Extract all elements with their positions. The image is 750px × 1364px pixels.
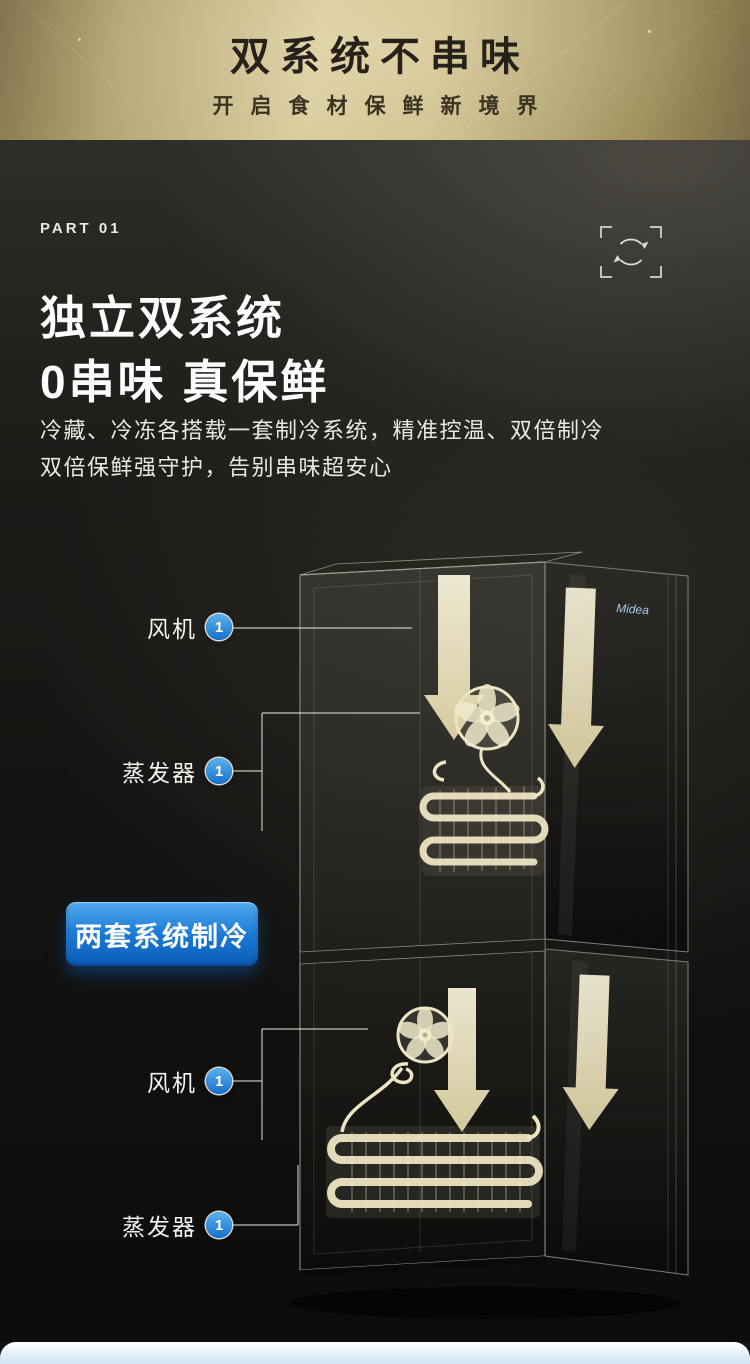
- callout-evaporator-top: 蒸发器 1: [122, 756, 232, 786]
- cycle-icon: [598, 224, 664, 280]
- section-description: 冷藏、冷冻各搭载一套制冷系统，精准控温、双倍制冷 双倍保鲜强守护，告别串味超安心: [40, 412, 604, 486]
- evaporator-top-coil: [419, 747, 549, 876]
- airflow-arrow-top-door: [548, 587, 605, 768]
- callout-fan-top-label: 风机: [147, 616, 197, 642]
- callout-evaporator-top-label: 蒸发器: [122, 760, 197, 786]
- dual-system-badge: 两套系统制冷: [66, 902, 258, 966]
- next-section-edge: [0, 1342, 750, 1364]
- banner-subtitle: 开启食材保鲜新境界: [212, 95, 555, 118]
- banner-title: 双系统不串味: [230, 35, 530, 79]
- fridge-illustration: Midea: [290, 551, 689, 1319]
- number-badge-icon: 1: [206, 1212, 232, 1238]
- airflow-arrow-top-center: [424, 575, 484, 740]
- callout-fan-top: 风机 1: [147, 612, 232, 642]
- heading-line1: 独立双系统: [40, 292, 285, 344]
- description-line2: 双倍保鲜强守护，告别串味超安心: [40, 455, 393, 480]
- fan-top-graphic: [454, 684, 520, 751]
- callout-fan-bottom-label: 风机: [147, 1070, 197, 1096]
- number-badge-icon: 1: [206, 1068, 232, 1094]
- fridge-divider: [299, 938, 546, 965]
- fan-bottom-graphic: [396, 1006, 454, 1064]
- part-label: PART 01: [40, 220, 122, 237]
- callout-evaporator-bottom: 蒸发器 1: [122, 1210, 232, 1240]
- brand-logo: Midea: [616, 601, 650, 617]
- evaporator-bottom-coil: [326, 1062, 543, 1218]
- heading-line2: 0串味 真保鲜: [40, 356, 330, 408]
- fridge-base: [300, 1256, 545, 1277]
- callout-fan-bottom: 风机 1: [147, 1066, 232, 1096]
- airflow-arrow-bottom-door: [562, 974, 619, 1130]
- banner: 双系统不串味 开启食材保鲜新境界: [0, 0, 750, 144]
- number-badge-icon: 1: [206, 758, 232, 784]
- callout-evaporator-bottom-label: 蒸发器: [122, 1214, 197, 1240]
- number-badge-icon: 1: [206, 614, 232, 640]
- fridge-shadow: [290, 1287, 680, 1319]
- feature-section: PART 01 独立双系统 0串味 真保鲜 冷藏、冷冻各搭载一套制冷系统，精准控…: [0, 140, 750, 1342]
- sparkle-decor: [0, 0, 3, 3]
- section-heading: 独立双系统 0串味 真保鲜: [40, 286, 329, 414]
- description-line1: 冷藏、冷冻各搭载一套制冷系统，精准控温、双倍制冷: [40, 418, 605, 443]
